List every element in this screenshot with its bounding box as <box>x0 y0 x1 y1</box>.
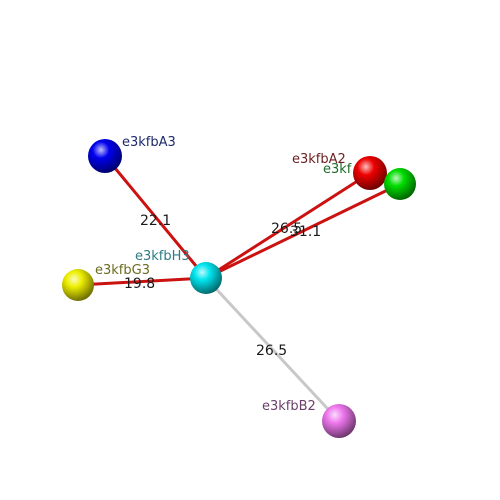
node-label-b2: e3kfbB2 <box>262 399 316 414</box>
edge-label: 26.5 <box>256 343 287 359</box>
edge-label: 31.1 <box>290 224 321 240</box>
edge-h3-a2 <box>204 171 372 280</box>
edge-label: 19.8 <box>124 276 155 292</box>
edge-h3-g3 <box>76 276 208 287</box>
node-b2-sphere <box>322 404 356 438</box>
edge-h3-a3 <box>103 154 208 280</box>
edge-label: 26.5 <box>271 221 302 237</box>
edge-h3-f <box>204 182 402 280</box>
nodes-layer <box>62 139 416 438</box>
node-label-a3: e3kfbA3 <box>122 135 176 150</box>
edge-label: 22.1 <box>140 213 171 229</box>
node-g3-sphere <box>62 269 94 301</box>
node-label-f: e3kf <box>323 162 352 177</box>
node-label-a2: e3kfbA2 <box>292 152 346 167</box>
edge-h3-b2 <box>204 276 341 423</box>
node-label-g3: e3kfbG3 <box>95 263 150 278</box>
edge-labels-layer: 22.119.826.531.126.5 <box>124 213 321 359</box>
node-h3-sphere <box>190 262 222 294</box>
node-f-sphere <box>384 168 416 200</box>
node-a2-sphere <box>353 156 387 190</box>
edges-layer <box>76 154 402 423</box>
node-label-h3: e3kfbH3 <box>135 249 190 264</box>
node-a3-sphere <box>88 139 122 173</box>
